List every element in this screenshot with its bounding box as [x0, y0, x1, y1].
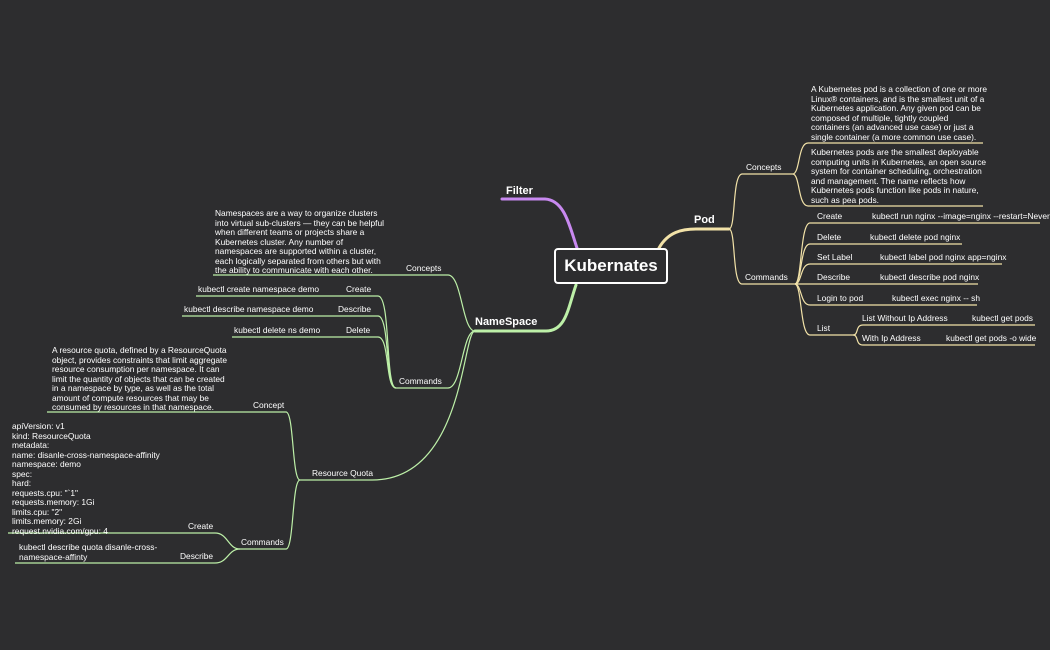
pod-describe-label[interactable]: Describe [817, 272, 851, 282]
ns-delete-cmd: kubectl delete ns demo [234, 325, 321, 335]
pod-topic[interactable]: Pod [694, 214, 715, 226]
pod-login-cmd: kubectl exec nginx -- sh [892, 293, 980, 303]
filter-link [500, 197, 579, 250]
concept2-link [792, 173, 983, 207]
ns-describe-label[interactable]: Describe [338, 304, 372, 314]
quota-commands-topic[interactable]: Commands [241, 537, 284, 547]
pod-delete-label[interactable]: Delete [817, 232, 842, 242]
quota-create-label[interactable]: Create [188, 521, 214, 531]
pod-list-label[interactable]: List [817, 323, 831, 333]
pod-setlabel-cmd: kubectl label pod nginx app=nginx [880, 252, 1007, 262]
namespace-concept-text: Namespaces are a way to organize cluster… [215, 208, 384, 275]
quota-concept-text: A resource quota, defined by a ResourceQ… [52, 345, 228, 412]
pod-concept-text-1: A Kubernetes pod is a collection of one … [811, 84, 987, 142]
pod-concept-text-2: Kubernetes pods are the smallest deploya… [811, 147, 987, 205]
pod-list-with-label[interactable]: With Ip Address [862, 333, 921, 343]
pod-setlabel-label[interactable]: Set Label [817, 252, 853, 262]
quota-describe-label[interactable]: Describe [180, 551, 214, 561]
ns-create-label[interactable]: Create [346, 284, 372, 294]
pod-create-cmd: kubectl run nginx --image=nginx --restar… [872, 211, 1050, 221]
namespace-topic[interactable]: NameSpace [475, 316, 538, 328]
pod-commands-link [728, 228, 795, 285]
concept1-link [792, 142, 983, 175]
pod-concepts-link [728, 173, 793, 230]
pod-commands-topic[interactable]: Commands [745, 272, 788, 282]
ns-create-cmd: kubectl create namespace demo [198, 284, 320, 294]
pod-concepts-topic[interactable]: Concepts [746, 162, 782, 172]
pod-list-without-label[interactable]: List Without Ip Address [862, 313, 948, 323]
namespace-link [473, 283, 578, 333]
ns-delete-label[interactable]: Delete [346, 325, 371, 335]
pod-describe-cmd: kubectl describe pod nginx [880, 272, 980, 282]
central-topic[interactable]: Kubernates [554, 248, 668, 284]
quota-create-yaml: apiVersion: v1 kind: ResourceQuota metad… [12, 421, 160, 536]
pod-list-with-cmd: kubectl get pods -o wide [946, 333, 1037, 343]
quota-concept-topic[interactable]: Concept [253, 400, 285, 410]
filter-topic[interactable]: Filter [506, 185, 533, 197]
namespace-commands-topic[interactable]: Commands [399, 376, 442, 386]
resource-quota-topic[interactable]: Resource Quota [312, 468, 373, 478]
pod-login-label[interactable]: Login to pod [817, 293, 864, 303]
pod-link [657, 227, 731, 250]
pod-delete-cmd: kubectl delete pod nginx [870, 232, 961, 242]
pod-create-label[interactable]: Create [817, 211, 843, 221]
ns-describe-cmd: kubectl describe namespace demo [184, 304, 314, 314]
quota-describe-cmd: kubectl describe quota disanle-cross- na… [19, 542, 158, 562]
namespace-concepts-topic[interactable]: Concepts [406, 263, 442, 273]
pod-list-without-cmd: kubectl get pods [972, 313, 1033, 323]
